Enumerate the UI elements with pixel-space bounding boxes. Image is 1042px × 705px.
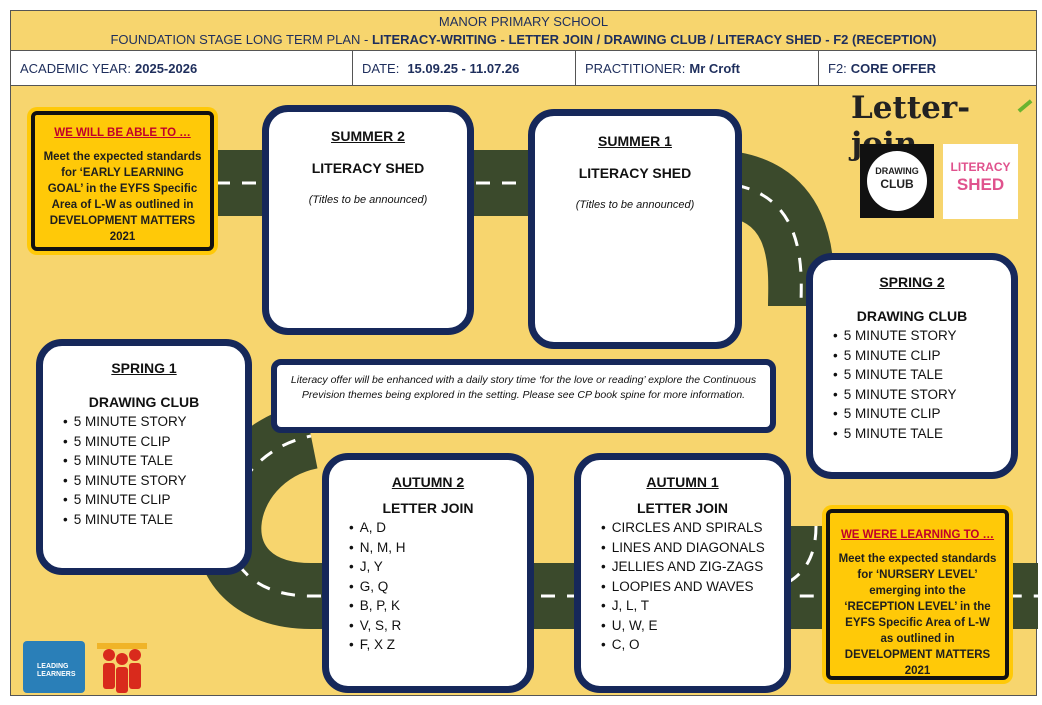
- list-item: V, S, R: [349, 616, 527, 636]
- card-autumn-1: AUTUMN 1 LETTER JOIN CIRCLES AND SPIRALS…: [574, 453, 791, 693]
- spring-1-subtitle: DRAWING CLUB: [88, 394, 200, 410]
- practitioner-cell: PRACTITIONER:Mr Croft: [576, 51, 819, 85]
- spring-2-subtitle: DRAWING CLUB: [856, 308, 968, 324]
- list-item: A, D: [349, 518, 527, 538]
- road-board: WE WILL BE ABLE TO … Meet the expected s…: [11, 86, 1038, 697]
- autumn-1-subtitle: LETTER JOIN: [636, 500, 728, 516]
- sign-top-body: Meet the expected standards for ‘EARLY L…: [43, 151, 202, 243]
- summer-2-title: SUMMER 2: [331, 128, 405, 144]
- list-item: LINES AND DIAGONALS: [601, 538, 784, 558]
- list-item: C, O: [601, 635, 784, 655]
- leading-learners-logo: LEADING LEARNERS: [23, 641, 85, 693]
- summer-1-subtitle: LITERACY SHED: [578, 165, 692, 181]
- spring-2-title: SPRING 2: [879, 274, 945, 290]
- list-item: J, Y: [349, 557, 527, 577]
- list-item: 5 MINUTE TALE: [63, 510, 245, 530]
- list-item: 5 MINUTE STORY: [63, 471, 245, 491]
- list-item: 5 MINUTE CLIP: [833, 404, 1011, 424]
- plan-title: FOUNDATION STAGE LONG TERM PLAN - LITERA…: [110, 32, 937, 47]
- summer-1-title: SUMMER 1: [598, 133, 672, 149]
- academic-year-cell: ACADEMIC YEAR:2025-2026: [11, 51, 353, 85]
- list-item: CIRCLES AND SPIRALS: [601, 518, 784, 538]
- summer-2-note: (Titles to be announced): [308, 194, 428, 206]
- date-cell: DATE:15.09.25 - 11.07.26: [353, 51, 576, 85]
- sign-top-heading: WE WILL BE ABLE TO …: [54, 127, 191, 139]
- drawing-club-logo: DRAWING CLUB: [860, 144, 934, 218]
- spring-2-list: 5 MINUTE STORY 5 MINUTE CLIP 5 MINUTE TA…: [833, 326, 1011, 443]
- spring-1-list: 5 MINUTE STORY 5 MINUTE CLIP 5 MINUTE TA…: [63, 412, 245, 529]
- card-spring-2: SPRING 2 DRAWING CLUB 5 MINUTE STORY 5 M…: [806, 253, 1018, 479]
- list-item: 5 MINUTE TALE: [833, 424, 1011, 444]
- list-item: U, W, E: [601, 616, 784, 636]
- f2-cell: F2:CORE OFFER: [828, 60, 937, 76]
- sign-bottom-body: Meet the expected standards for ‘NURSERY…: [838, 553, 997, 677]
- list-item: 5 MINUTE TALE: [833, 365, 1011, 385]
- people-logo: [97, 643, 147, 693]
- card-autumn-2: AUTUMN 2 LETTER JOIN A, D N, M, H J, Y G…: [322, 453, 534, 693]
- autumn-2-list: A, D N, M, H J, Y G, Q B, P, K V, S, R F…: [349, 518, 527, 655]
- summer-1-note: (Titles to be announced): [575, 199, 695, 211]
- autumn-1-title: AUTUMN 1: [646, 474, 719, 490]
- card-spring-1: SPRING 1 DRAWING CLUB 5 MINUTE STORY 5 M…: [36, 339, 252, 575]
- plan-header: MANOR PRIMARY SCHOOL FOUNDATION STAGE LO…: [11, 11, 1036, 51]
- list-item: 5 MINUTE CLIP: [833, 346, 1011, 366]
- literacy-shed-logo: LITERACY SHED: [943, 144, 1018, 219]
- plan-frame: MANOR PRIMARY SCHOOL FOUNDATION STAGE LO…: [10, 10, 1038, 697]
- info-row: ACADEMIC YEAR:2025-2026 DATE:15.09.25 - …: [11, 51, 1036, 86]
- list-item: 5 MINUTE TALE: [63, 451, 245, 471]
- card-summer-1: SUMMER 1 LITERACY SHED (Titles to be ann…: [528, 109, 742, 349]
- spring-1-title: SPRING 1: [111, 360, 177, 376]
- autumn-2-title: AUTUMN 2: [391, 474, 465, 490]
- list-item: 5 MINUTE STORY: [63, 412, 245, 432]
- school-name: MANOR PRIMARY SCHOOL: [438, 14, 609, 29]
- card-summer-2: SUMMER 2 LITERACY SHED (Titles to be ann…: [262, 105, 474, 335]
- list-item: N, M, H: [349, 538, 527, 558]
- list-item: F, X Z: [349, 635, 527, 655]
- list-item: LOOPIES AND WAVES: [601, 577, 784, 597]
- story-time-note: Literacy offer will be enhanced with a d…: [271, 359, 776, 433]
- list-item: 5 MINUTE CLIP: [63, 490, 245, 510]
- list-item: JELLIES AND ZIG-ZAGS: [601, 557, 784, 577]
- list-item: 5 MINUTE STORY: [833, 385, 1011, 405]
- sign-will-be-able-to: WE WILL BE ABLE TO … Meet the expected s…: [31, 111, 214, 251]
- autumn-2-subtitle: LETTER JOIN: [382, 500, 474, 516]
- list-item: 5 MINUTE CLIP: [63, 432, 245, 452]
- list-item: J, L, T: [601, 596, 784, 616]
- list-item: B, P, K: [349, 596, 527, 616]
- list-item: 5 MINUTE STORY: [833, 326, 1011, 346]
- sign-bottom-heading: WE WERE LEARNING TO …: [840, 529, 995, 541]
- list-item: G, Q: [349, 577, 527, 597]
- sign-were-learning-to: WE WERE LEARNING TO … Meet the expected …: [826, 509, 1009, 680]
- autumn-1-list: CIRCLES AND SPIRALS LINES AND DIAGONALS …: [601, 518, 784, 655]
- summer-2-subtitle: LITERACY SHED: [311, 160, 425, 176]
